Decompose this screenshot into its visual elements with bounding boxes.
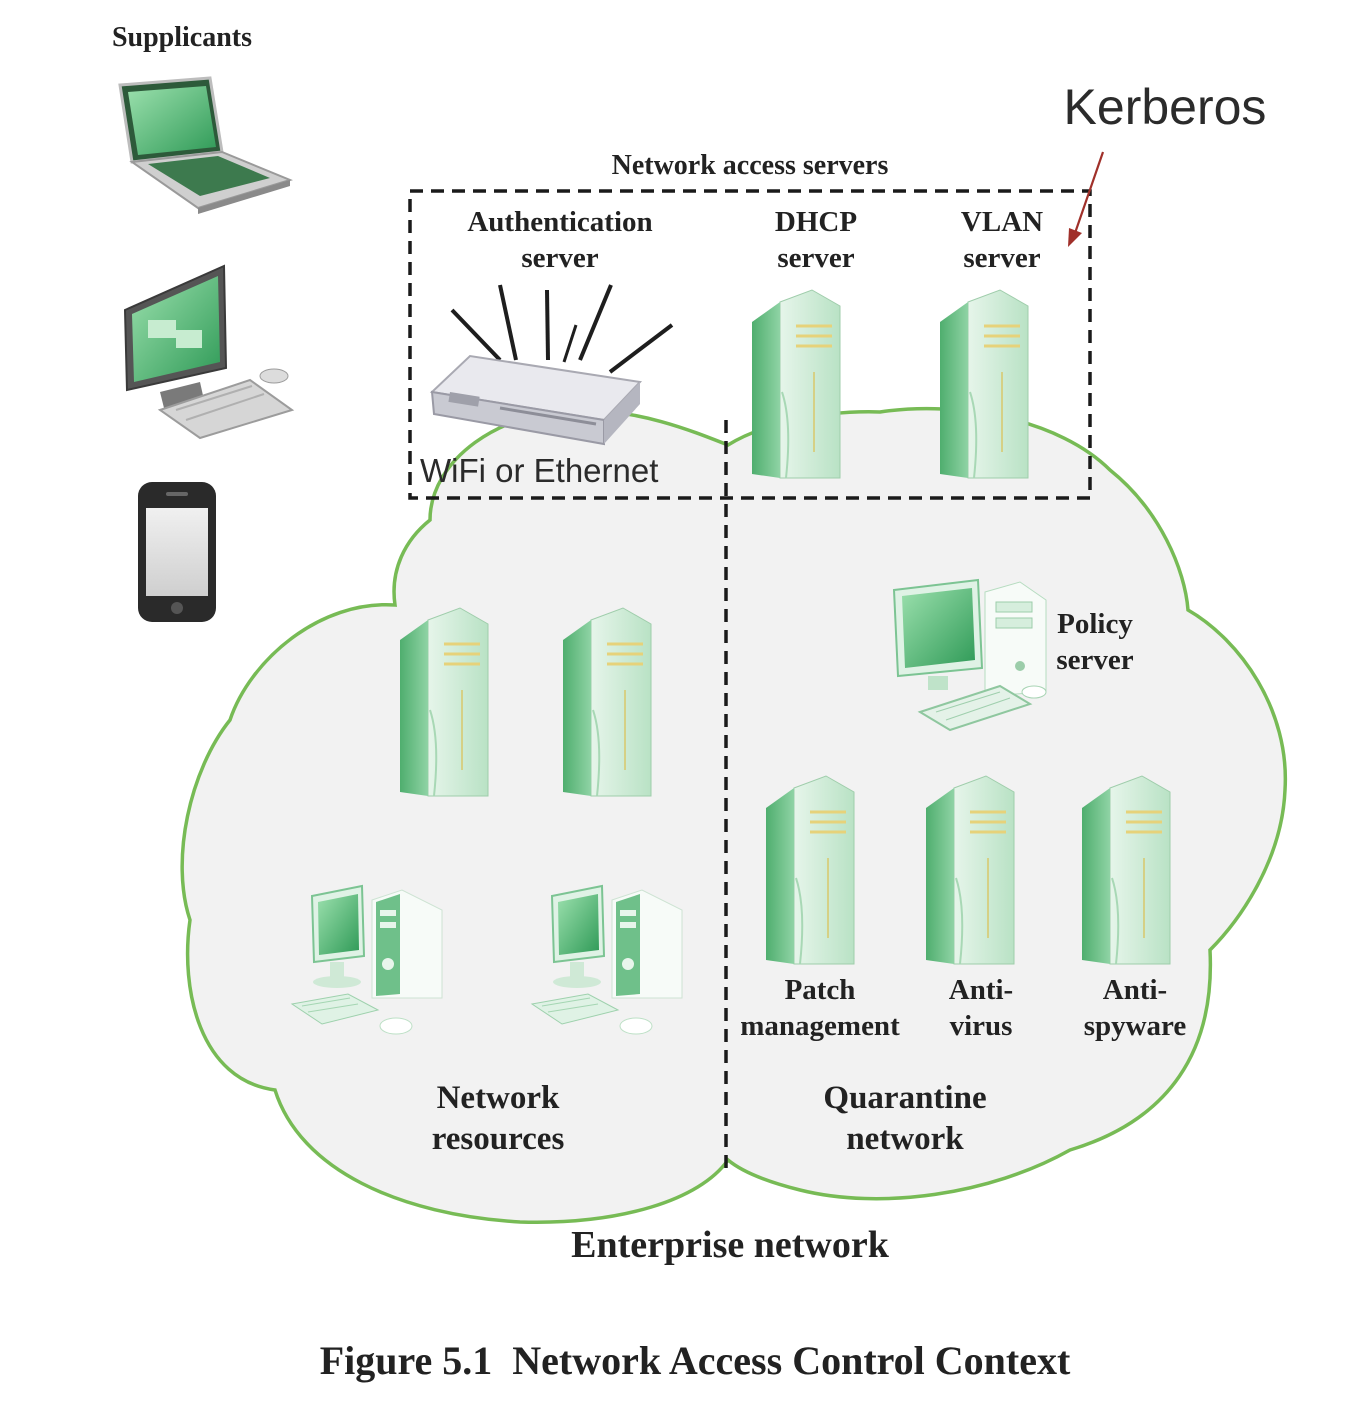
smartphone-icon	[138, 482, 216, 622]
antispyware-server-icon	[1080, 774, 1172, 966]
resource-server-icon	[398, 606, 490, 798]
nas-label: Network access servers	[611, 150, 889, 181]
antispyware-label: Anti-spyware	[1083, 974, 1187, 1043]
vlan-server-icon	[938, 288, 1030, 480]
patch-server-icon	[764, 774, 856, 966]
enterprise-network-label: Enterprise network	[571, 1224, 889, 1266]
wifi-router-icon	[429, 284, 674, 446]
supplicants-label: Supplicants	[111, 22, 253, 53]
kerberos-label: Kerberos	[1063, 79, 1267, 135]
antivirus-server-icon	[924, 774, 1016, 966]
kerberos-arrow-head	[1068, 228, 1082, 247]
policy-server-workstation-icon	[892, 578, 1047, 732]
dhcp-server-icon	[750, 288, 842, 480]
figure-caption: Figure 5.1 Network Access Control Contex…	[319, 1338, 1071, 1383]
resource-server-icon	[561, 606, 653, 798]
antivirus-label: Anti-virus	[948, 974, 1014, 1043]
laptop-icon	[118, 76, 293, 214]
nas-dashed-box	[408, 189, 1092, 500]
kerberos-arrow-shaft	[1072, 151, 1105, 237]
access-point-label: WiFi or Ethernet	[420, 452, 659, 489]
desktop-computer-icon	[123, 264, 295, 440]
